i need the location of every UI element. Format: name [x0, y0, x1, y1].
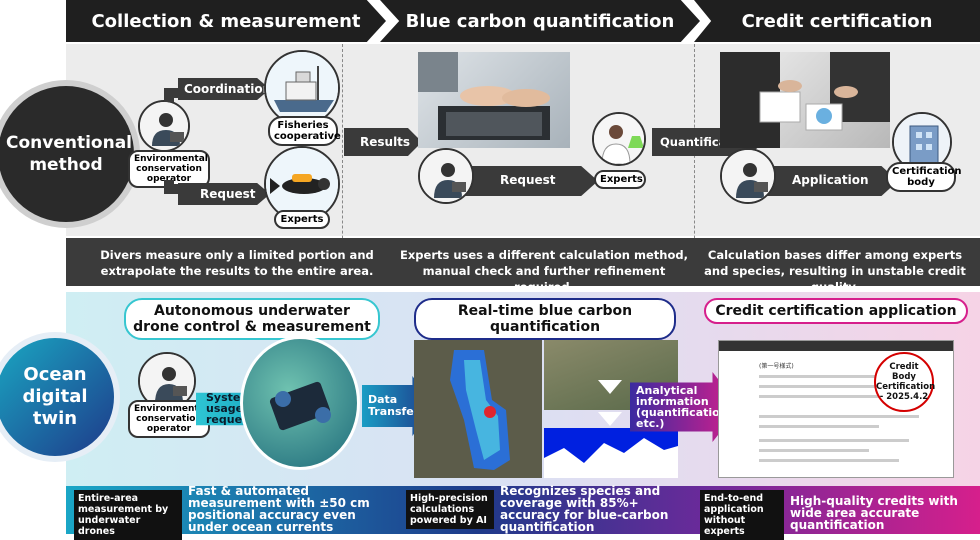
- header-col3-label: Credit certification: [741, 10, 933, 32]
- conventional-method-circle: Conventional method: [0, 80, 140, 228]
- digital-title-3: Credit certification application: [704, 298, 968, 324]
- bottom-label-2: High-precision calculations powered by A…: [406, 490, 494, 529]
- request-arrow: [178, 183, 270, 205]
- analytical-label: Analytical information (quantification e…: [636, 384, 728, 430]
- digital-title-1: Autonomous underwater drone control & me…: [124, 298, 380, 340]
- conventional-desc-2: Experts uses a different calculation met…: [400, 248, 688, 294]
- down-arrow-icon-1: [598, 380, 622, 394]
- conventional-desc-1: Divers measure only a limited portion an…: [100, 248, 374, 278]
- coordination-connector: [164, 88, 180, 102]
- bottom-text-3: High-quality credits with wide area accu…: [790, 494, 958, 532]
- operator2-icon: [418, 148, 474, 204]
- coordination-arrow: [178, 78, 270, 100]
- header-quantification: Blue carbon quantification: [380, 0, 700, 42]
- request2-label: Request: [500, 173, 556, 187]
- conventional-desc-bar: [66, 238, 980, 286]
- ocean-circle-label: Ocean digital twin: [22, 364, 88, 429]
- bottom-text-1: Fast & automated measurement with ±50 cm…: [188, 484, 370, 534]
- data-transfer-label: Data Transfer: [368, 393, 420, 418]
- operator-label: Environmental conservation operator: [128, 150, 210, 188]
- digital-bottom-bar: [66, 486, 980, 534]
- meeting-photo: [720, 52, 890, 148]
- bottom-label-1: Entire-area measurement by underwater dr…: [74, 490, 182, 540]
- operator-icon: [138, 100, 190, 152]
- boat-icon: [264, 50, 340, 126]
- digital-title-2: Real-time blue carbon quantification: [414, 298, 676, 340]
- experts2-label: Experts: [594, 170, 646, 189]
- application-arrow: [760, 166, 898, 196]
- header-col2-label: Blue carbon quantification: [405, 10, 675, 32]
- experts-label: Experts: [274, 210, 330, 229]
- seagrass-mask: [544, 428, 678, 478]
- application-label: Application: [792, 173, 869, 187]
- bottom-label-3: End-to-end application without experts: [700, 490, 784, 540]
- request2-arrow: [458, 166, 598, 196]
- fisheries-label: Fisheries cooperative: [268, 116, 341, 146]
- heatmap-image: [414, 340, 542, 478]
- doc-title: (第一号様式): [759, 363, 794, 370]
- divider-dashed-2: [694, 44, 695, 284]
- bottom-text-2: Recognizes species and coverage with 85%…: [500, 484, 669, 534]
- header-certification: Credit certification: [694, 0, 980, 42]
- header-collection: Collection & measurement: [66, 0, 386, 42]
- laptop-photo: [418, 52, 570, 148]
- request-label: Request: [200, 187, 256, 201]
- header-col1-label: Collection & measurement: [91, 10, 361, 32]
- results-arrow: [344, 128, 422, 156]
- results-label: Results: [360, 135, 411, 149]
- system-request-label: System usage request: [206, 391, 254, 426]
- ocean-digital-twin-circle: Ocean digital twin: [0, 332, 120, 462]
- request-connector: [164, 180, 180, 194]
- operator3-icon: [720, 148, 776, 204]
- cert-body-label: Certification body: [886, 162, 962, 192]
- certification-stamp: Credit Body Certification - 2025.4.2: [874, 352, 935, 412]
- conventional-circle-label: Conventional method: [6, 133, 133, 175]
- divider-dashed-1: [342, 44, 343, 284]
- coordination-label: Coordination: [184, 82, 272, 96]
- scientist-icon: [592, 112, 646, 166]
- building-icon: [892, 112, 952, 172]
- down-arrow-icon-2: [598, 412, 622, 426]
- underwater-drone-photo: [240, 336, 360, 470]
- conventional-desc-3: Calculation bases differ among experts a…: [704, 248, 966, 294]
